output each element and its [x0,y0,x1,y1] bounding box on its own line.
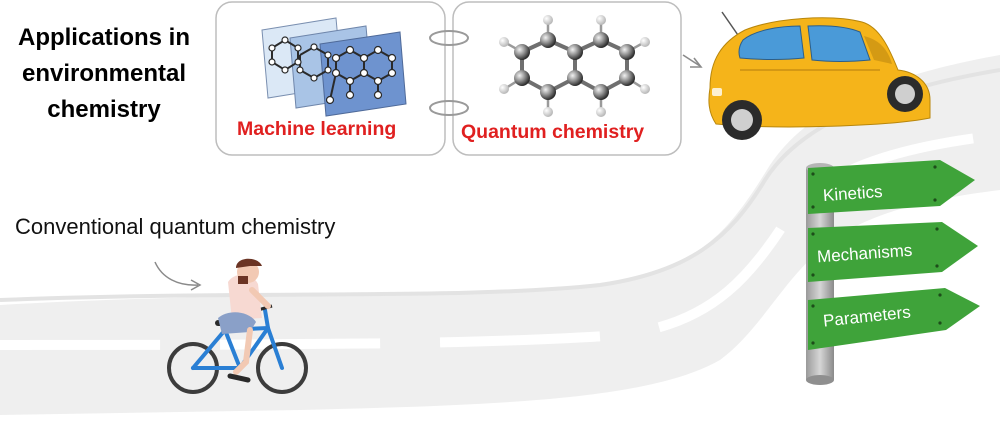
title-line-2: environmental [21,60,187,87]
car-icon [708,11,931,140]
page-title: Applications in environmental chemistry [4,20,204,128]
cyclist-icon [167,258,308,394]
quantum-chemistry-panel [452,1,682,156]
sign-mechanisms [808,222,978,282]
machine-learning-label: Machine learning [237,118,397,140]
molecular-network-layers-icon [261,17,407,117]
title-line-3: chemistry [47,96,161,123]
arrow-to-car [682,54,703,68]
naphthalene-molecule-icon [499,15,650,117]
chain-link-icon [429,30,469,116]
arrow-to-cyclist [154,261,202,291]
quantum-chemistry-label: Quantum chemistry [461,121,645,143]
title-line-1: Applications in [17,24,190,51]
sign-parameters [808,288,980,350]
sign-kinetics [808,160,975,214]
sign-label-kinetics: Kinetics [822,181,884,206]
machine-learning-panel [215,1,446,156]
conventional-label: Conventional quantum chemistry [15,214,336,239]
signpost-icon [806,160,980,385]
